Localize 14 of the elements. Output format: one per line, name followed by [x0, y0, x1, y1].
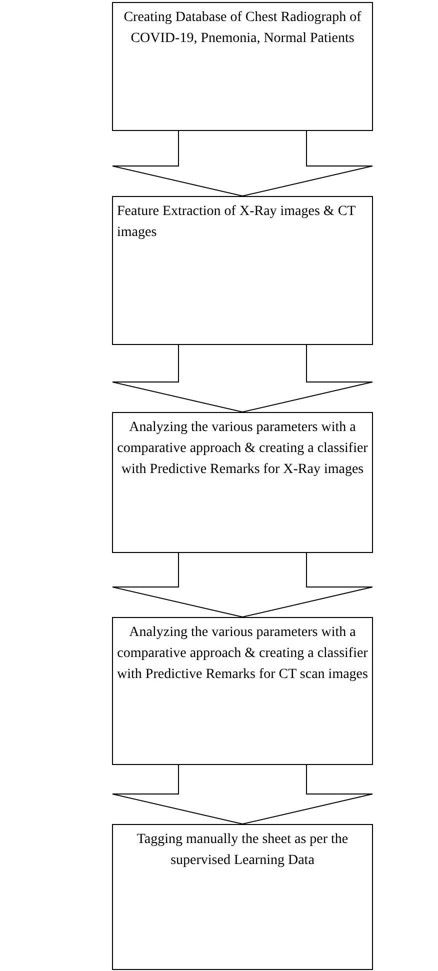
process-box [112, 2, 373, 131]
process-box [112, 824, 373, 970]
box-text: Creating Database of Chest Radiograph of COVID-19, Pnemonia, Normal Patients [122, 9, 362, 48]
box-text: Feature Extraction of X-Ray images & CT images [117, 203, 356, 242]
block-arrow [112, 344, 373, 413]
process-box [112, 412, 373, 553]
box-text: Tagging manually the sheet as per the supervised Learning Data [136, 831, 350, 870]
block-arrow [112, 764, 373, 825]
block-arrow [112, 130, 373, 197]
box-text: Analyzing the various parameters with a comparative approach & creating a classifier with Predictive Remarks for X-Ray images [117, 419, 368, 479]
process-box [112, 617, 373, 765]
block-arrow [112, 552, 373, 618]
box-text: Analyzing the various parameters with a comparative approach & creating a classifier with Predictive Remarks for CT scan images [117, 624, 368, 684]
process-box [112, 196, 373, 345]
